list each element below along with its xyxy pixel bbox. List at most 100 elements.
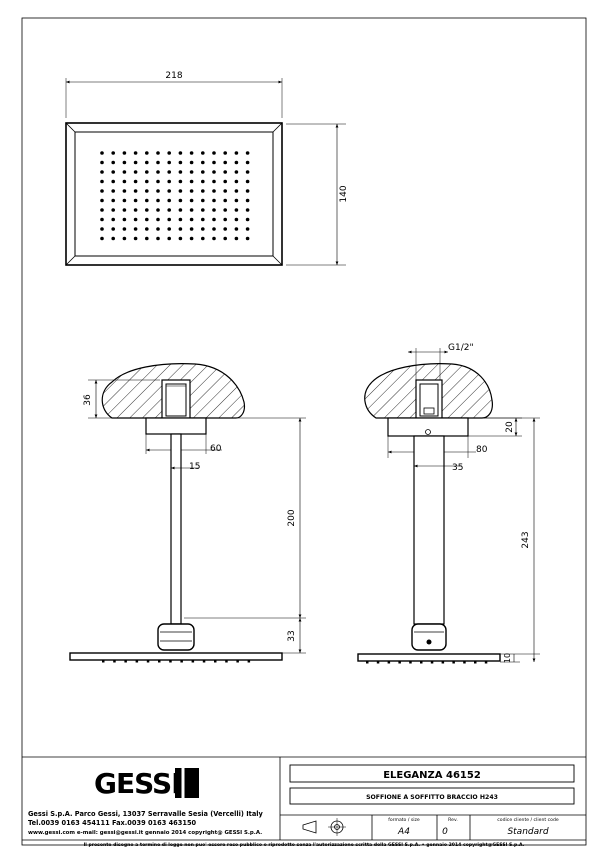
nozzle-dot — [178, 217, 183, 222]
nozzle-dot — [223, 170, 227, 174]
nozzle-dot — [234, 170, 239, 174]
nozzle-dot — [145, 217, 149, 222]
nozzle-tip — [236, 660, 239, 663]
product-name: ELEGANZA 46152 — [383, 770, 481, 781]
dim-60: 60 — [210, 444, 222, 454]
nozzle-dot — [201, 236, 205, 241]
nozzle-dot — [156, 227, 160, 231]
nozzle-dot — [234, 208, 239, 212]
nozzle-dot — [122, 208, 127, 212]
nozzle-dot — [234, 189, 239, 193]
nozzle-dot — [201, 208, 205, 212]
nozzle-row-side-left — [102, 660, 251, 663]
nozzle-dot — [189, 208, 194, 212]
dim-height-140: 140 — [339, 185, 349, 202]
client-code-value: Standard — [507, 827, 548, 837]
nozzle-dot — [122, 151, 127, 155]
nozzle-dot — [245, 189, 250, 193]
nozzle-dot — [156, 151, 160, 155]
nozzle-dot — [223, 227, 227, 231]
nozzle-dot — [167, 208, 171, 212]
nozzle-dot — [122, 227, 127, 231]
product-desc-box — [289, 787, 575, 805]
nozzle-tip — [180, 660, 183, 663]
dim-35: 35 — [452, 463, 463, 473]
top-view: 218 140 — [65, 71, 349, 266]
nozzle-dot — [145, 189, 149, 193]
nozzle-tip — [247, 660, 251, 663]
nozzle-dot — [189, 217, 194, 222]
nozzle-dot — [100, 208, 104, 212]
rev-value: 0 — [442, 827, 448, 837]
nozzle-dot — [100, 189, 104, 193]
title-block: GESSI Gessi S.p.A. Parco Gessi, 13037 Se… — [22, 756, 586, 848]
nozzle-dot — [212, 170, 216, 174]
nozzle-dot — [234, 151, 239, 155]
nozzle-dot — [100, 217, 104, 222]
nozzle-dot — [156, 179, 160, 184]
nozzle-dot — [178, 151, 183, 155]
nozzle-tip — [158, 660, 161, 663]
nozzle-tip — [113, 660, 116, 663]
nozzle-dot — [178, 170, 183, 174]
nozzle-tip — [409, 661, 412, 664]
nozzle-tip — [191, 660, 195, 663]
nozzle-dot — [111, 236, 115, 241]
nozzle-tip — [387, 661, 391, 664]
client-code-label: codice cliente / client code — [497, 817, 559, 823]
nozzle-dot — [100, 170, 104, 174]
nozzle-dot — [167, 160, 171, 165]
nozzle-row-side-right — [366, 661, 488, 664]
nozzle-dot — [156, 198, 160, 203]
nozzle-tip — [169, 660, 172, 663]
nozzle-dot — [234, 217, 239, 222]
ceiling-flange-left — [145, 417, 207, 435]
nozzle-dot — [223, 160, 227, 165]
nozzle-tip — [474, 661, 477, 664]
shower-head-inner-plate — [74, 131, 274, 257]
product-description: SOFFIONE A SOFFITTO BRACCIO H243 — [366, 794, 498, 801]
nozzle-dot — [156, 170, 160, 174]
nozzle-tip — [124, 660, 127, 663]
company-address: Gessi S.p.A. Parco Gessi, 13037 Serraval… — [28, 810, 264, 818]
nozzle-dot — [145, 208, 149, 212]
nozzle-dot — [245, 236, 250, 241]
nozzle-dot — [100, 151, 104, 155]
nozzle-dot — [133, 151, 138, 155]
nozzle-dot — [133, 208, 138, 212]
nozzle-dot — [111, 170, 115, 174]
dim-20: 20 — [505, 421, 515, 433]
nozzle-dot — [100, 179, 104, 184]
side-view: 36 60 15 200 33 — [69, 363, 306, 663]
nozzle-dot — [201, 227, 205, 231]
nozzle-dot — [201, 217, 205, 222]
nozzle-tip — [135, 660, 139, 663]
nozzle-dot — [167, 198, 171, 203]
ball-joint-right — [411, 623, 447, 651]
dim-243: 243 — [521, 531, 531, 548]
nozzle-dot — [122, 170, 127, 174]
nozzle-dot — [111, 189, 115, 193]
nozzle-dot — [167, 179, 171, 184]
nozzle-dot — [111, 198, 115, 203]
nozzle-dot — [133, 179, 138, 184]
nozzle-dot — [234, 179, 239, 184]
nozzle-dot — [145, 151, 149, 155]
nozzle-dot — [201, 160, 205, 165]
format-label: formato / size — [388, 817, 420, 823]
nozzle-dot — [100, 198, 104, 203]
nozzle-dot — [167, 236, 171, 241]
nozzle-dot — [245, 208, 250, 212]
nozzle-dot — [201, 170, 205, 174]
nozzle-tip — [463, 661, 466, 664]
shower-head-side-left — [69, 652, 283, 661]
nozzle-dot — [133, 198, 138, 203]
nozzle-dot — [245, 151, 250, 155]
nozzle-dot — [212, 189, 216, 193]
nozzle-tip — [146, 660, 150, 663]
nozzle-dot — [178, 160, 183, 165]
dim-thread-g12: G1/2" — [448, 343, 474, 353]
nozzle-tip — [225, 660, 228, 663]
nozzle-dot — [122, 189, 127, 193]
dim-80: 80 — [476, 445, 488, 455]
